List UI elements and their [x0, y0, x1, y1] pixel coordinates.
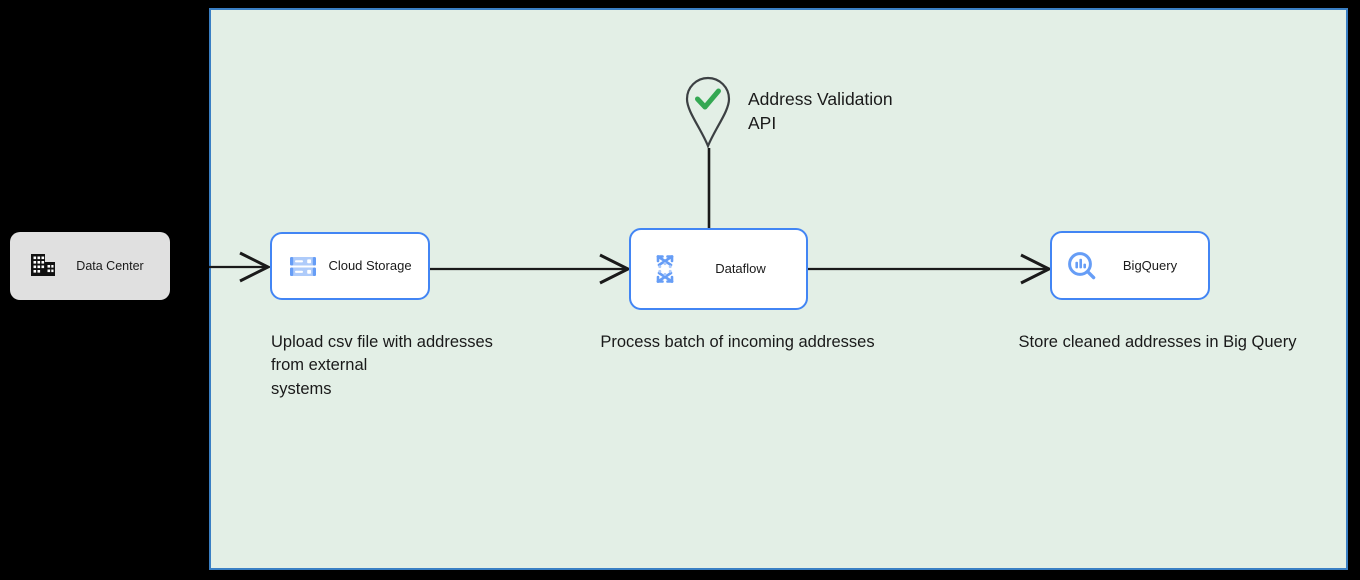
node-bigquery[interactable]: BigQuery [1050, 231, 1210, 300]
dataflow-icon [649, 253, 681, 285]
caption-cloud-storage: Upload csv file with addresses from exte… [271, 333, 493, 398]
node-dataflow[interactable]: Dataflow [629, 228, 808, 310]
building-icon [28, 251, 58, 281]
caption-bigquery: Store cleaned addresses in Big Query [1018, 333, 1297, 351]
api-label-address-validation: Address Validation API [748, 89, 893, 133]
node-label-dataflow: Dataflow [715, 261, 766, 277]
caption-dataflow: Process batch of incoming addresses [600, 333, 875, 351]
node-data-center[interactable]: Data Center [10, 232, 170, 300]
node-label-bigquery: BigQuery [1122, 257, 1178, 273]
bigquery-icon [1066, 250, 1098, 282]
node-cloud-storage[interactable]: Cloud Storage [270, 232, 430, 300]
node-label-cloud-storage: Cloud Storage [328, 258, 412, 274]
map-pin-check-icon[interactable] [684, 76, 732, 149]
node-label-data-center: Data Center [76, 259, 144, 273]
cloud-storage-icon [288, 251, 318, 281]
